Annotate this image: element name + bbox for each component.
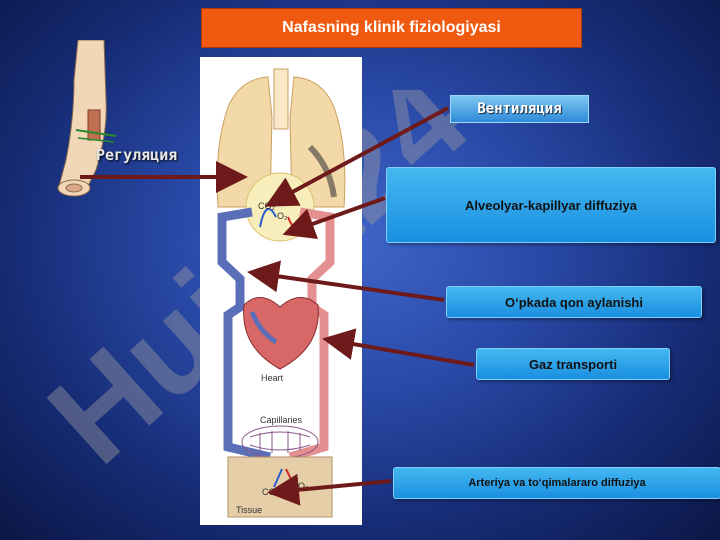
- neck-illustration: [57, 40, 117, 197]
- heart-label: Heart: [261, 373, 284, 383]
- gas-transport-box: Gaz transporti: [476, 348, 670, 380]
- co2-label-top: CO₂: [258, 201, 275, 211]
- respiration-diagram: CO₂ O₂ Heart Capillaries CO₂ O₂ Tissue: [200, 57, 362, 525]
- regulation-label: Регуляция: [96, 146, 178, 164]
- capillaries-label: Capillaries: [260, 415, 303, 425]
- o2-label-top: O₂: [277, 211, 288, 221]
- circulation-svg: [216, 68, 346, 518]
- page-title-text: Nafasning klinik fiziologiyasi: [282, 19, 501, 36]
- pulmonary-circulation-box: O‘pkada qon aylanishi: [446, 286, 702, 318]
- co2-label-bottom: CO₂: [262, 487, 279, 497]
- gas-transport-text: Gaz transporti: [528, 356, 618, 372]
- page-title: Nafasning klinik fiziologiyasi: [201, 8, 582, 48]
- alveolar-diffusion-text: Alveolyar-kapillyar diffuziya: [465, 197, 637, 213]
- tissue-label: Tissue: [236, 505, 263, 515]
- ventilation-label: Вентиляция: [450, 95, 589, 123]
- tissue-diffusion-text: Arteriya va to‘qimalararo diffuziya: [468, 477, 646, 489]
- pulmonary-circulation-text: O‘pkada qon aylanishi: [505, 294, 643, 310]
- alveolar-diffusion-box: Alveolyar-kapillyar diffuziya: [386, 167, 716, 243]
- o2-label-bottom: O₂: [298, 481, 309, 491]
- tissue-diffusion-box: Arteriya va to‘qimalararo diffuziya: [393, 467, 720, 499]
